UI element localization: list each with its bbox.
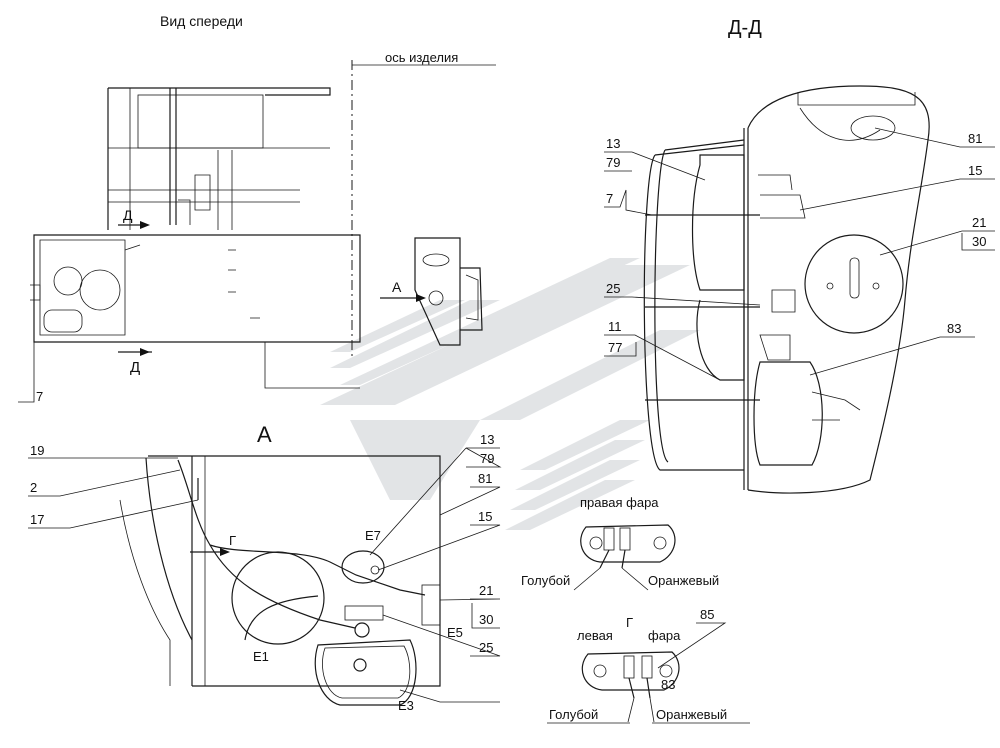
right-lamp-title: правая фара (580, 495, 659, 510)
left-lamp-fara: фара (648, 628, 681, 643)
axis-label: ось изделия (385, 50, 458, 65)
lamp-callout-85: 85 (700, 607, 714, 622)
dd-callout-79: 79 (606, 155, 620, 170)
right-wire-orange: Оранжевый (648, 573, 719, 588)
left-wire-blue: Голубой (549, 707, 598, 722)
a-callout-15: 15 (478, 509, 492, 524)
label-e5: Е5 (447, 625, 463, 640)
label-e1: Е1 (253, 649, 269, 664)
view-a-title: А (257, 422, 272, 447)
a-callout-19: 19 (30, 443, 44, 458)
dd-callout-77: 77 (608, 340, 622, 355)
dd-callout-83: 83 (947, 321, 961, 336)
section-marker-d-top: Д (123, 207, 133, 223)
a-callout-21: 21 (479, 583, 493, 598)
view-a: А Г 19 2 17 13 79 81 (28, 422, 502, 713)
dd-callout-15: 15 (968, 163, 982, 178)
right-wire-blue: Голубой (521, 573, 570, 588)
dd-callout-13: 13 (606, 136, 620, 151)
section-dd: Д-Д 13 79 7 25 11 77 (604, 17, 995, 494)
a-callout-17: 17 (30, 512, 44, 527)
left-wire-orange: Оранжевый (656, 707, 727, 722)
front-view: Вид спереди ось изделия Д Д 7 (18, 13, 496, 404)
front-view-title: Вид спереди (160, 13, 243, 29)
a-callout-79: 79 (480, 451, 494, 466)
label-e3: Е3 (398, 698, 414, 713)
a-callout-81: 81 (478, 471, 492, 486)
dd-callout-21: 21 (972, 215, 986, 230)
left-lamp-connector: левая Г фара 85 83 Голубой Оранжевый (547, 607, 750, 724)
a-callout-13: 13 (480, 432, 494, 447)
watermark-logo (320, 258, 700, 530)
label-e7: Е7 (365, 528, 381, 543)
front-callout-7: 7 (36, 389, 43, 404)
dd-callout-11: 11 (608, 319, 622, 334)
dd-callout-81: 81 (968, 131, 982, 146)
section-dd-title: Д-Д (728, 17, 762, 39)
left-lamp-word: левая (577, 628, 613, 643)
a-callout-2: 2 (30, 480, 37, 495)
right-lamp-connector: правая фара Голубой Оранжевый (521, 495, 719, 591)
a-callout-25: 25 (479, 640, 493, 655)
dd-callout-25: 25 (606, 281, 620, 296)
view-marker-g-lamp: Г (626, 615, 633, 630)
section-marker-d-bottom: Д (130, 359, 140, 376)
lamp-callout-83: 83 (661, 677, 675, 692)
dd-callout-7: 7 (606, 191, 613, 206)
dd-callout-30: 30 (972, 234, 986, 249)
view-marker-g: Г (229, 533, 236, 548)
a-callout-30: 30 (479, 612, 493, 627)
view-marker-a-arrow: А (392, 279, 402, 295)
